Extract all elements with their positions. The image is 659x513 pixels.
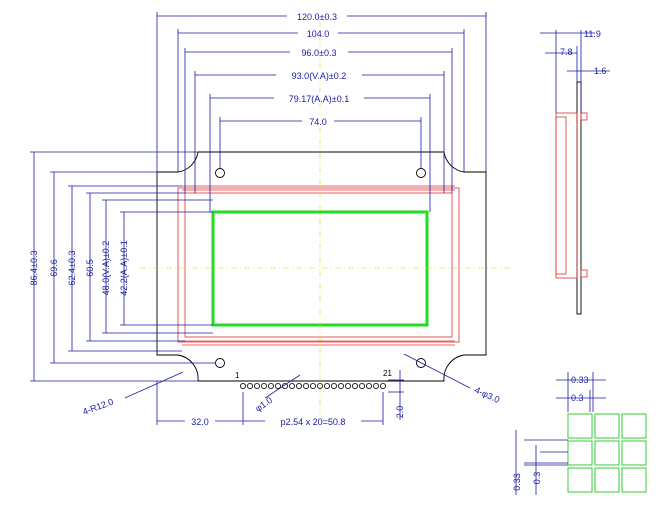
side-tab-bottom xyxy=(580,269,588,278)
dim-height-aa: 42.2(A.A)±0.1 xyxy=(119,240,129,295)
dim-height-inner: 60.5 xyxy=(85,259,95,277)
dim-width-va: 93.0(V.A)±0.2 xyxy=(292,71,347,81)
side-glass xyxy=(555,116,567,275)
pin xyxy=(372,382,379,389)
dim-width-bezel: 96.0±0.3 xyxy=(302,48,337,58)
pin xyxy=(358,382,365,389)
pixel-dot xyxy=(567,413,593,439)
side-dim-pcb: 1.6 xyxy=(594,66,607,76)
viewing-area-outline xyxy=(184,192,453,338)
dim-hole-diameter: 4-φ3.0 xyxy=(473,385,501,405)
pixel-dot xyxy=(567,440,593,466)
pin xyxy=(316,382,323,389)
pixel-dim-gap-width: 0.3 xyxy=(571,393,584,403)
mounting-hole-bottom-left xyxy=(215,358,225,368)
pin xyxy=(323,382,330,389)
pixel-dot xyxy=(567,467,593,493)
side-tab-top xyxy=(580,112,588,121)
dim-corner-radius: 4-R12.0 xyxy=(81,397,115,417)
pixel-dim-width: 0.33 xyxy=(571,375,589,385)
pixel-dim-height: 0.33 xyxy=(512,473,522,491)
dim-width-pcb: 104.0 xyxy=(307,29,330,39)
side-pcb xyxy=(576,81,582,315)
horizontal-dimensions: 120.0±0.3 104.0 96.0±0.3 93.0(V.A)±0.2 7… xyxy=(156,10,487,212)
bezel-outline xyxy=(177,187,460,343)
side-dim-total: 11.9 xyxy=(584,29,601,39)
pin xyxy=(330,382,337,389)
pin xyxy=(274,382,281,389)
pin-first-label: 1 xyxy=(235,371,240,380)
side-dim-module: 7.8 xyxy=(560,47,573,57)
dim-pin-height: 2.0 xyxy=(395,406,405,419)
side-bezel xyxy=(555,112,578,279)
dim-hole-pitch: 74.0 xyxy=(309,117,327,127)
pixel-dim-gap-height: 0.3 xyxy=(532,472,542,485)
pin xyxy=(295,382,302,389)
pin xyxy=(365,382,372,389)
dim-pin-diameter: φ1.0 xyxy=(253,395,274,414)
pin-last-label: 21 xyxy=(383,369,392,378)
dim-width-total: 120.0±0.3 xyxy=(297,12,337,22)
mounting-hole-bottom-right xyxy=(416,358,426,368)
bottom-dimensions: 32.0 p2.54 x 20=50.8 2.0 4-R12.0 4-φ3.0 … xyxy=(81,353,501,427)
pixel-detail: 0.33 0.3 0.33 0.3 xyxy=(512,372,647,495)
mounting-hole-top-right xyxy=(416,168,426,178)
pixel-dot xyxy=(621,440,647,466)
pin xyxy=(288,382,295,389)
vertical-dimensions: 86.4±0.3 69.6 62.4±0.3 60.5 48.0(V.A)±0.… xyxy=(29,151,216,382)
dim-height-total: 86.4±0.3 xyxy=(29,251,39,286)
pcb-outline xyxy=(156,151,487,382)
pin xyxy=(351,382,358,389)
pin xyxy=(379,382,386,389)
pin xyxy=(239,382,246,389)
pixel-dot xyxy=(594,440,620,466)
dim-width-aa: 79.17(A.A)±0.1 xyxy=(289,94,349,104)
pin xyxy=(253,382,260,389)
pin xyxy=(281,382,288,389)
pin xyxy=(309,382,316,389)
pin-header xyxy=(239,382,386,389)
pixel-grid xyxy=(567,413,647,493)
pixel-dot xyxy=(594,467,620,493)
active-area xyxy=(211,210,429,327)
dim-pin-pitch: p2.54 x 20=50.8 xyxy=(281,417,346,427)
pin xyxy=(260,382,267,389)
pin xyxy=(267,382,274,389)
dim-height-pcb: 69.6 xyxy=(49,259,59,277)
pixel-dot xyxy=(621,467,647,493)
side-view: 11.9 7.8 1.6 xyxy=(540,29,610,315)
mounting-hole-top-left xyxy=(215,168,225,178)
dim-height-va: 48.0(V.A)±0.2 xyxy=(101,241,111,296)
pixel-dot xyxy=(621,413,647,439)
pin xyxy=(337,382,344,389)
pin xyxy=(246,382,253,389)
pixel-dot xyxy=(594,413,620,439)
pin xyxy=(344,382,351,389)
pin xyxy=(302,382,309,389)
dim-height-bezel: 62.4±0.3 xyxy=(67,251,77,286)
dim-pin-offset: 32.0 xyxy=(191,417,209,427)
